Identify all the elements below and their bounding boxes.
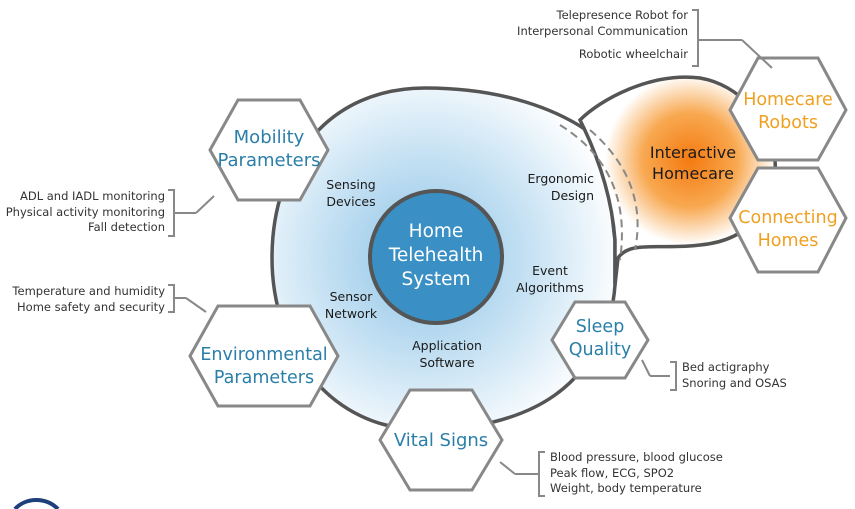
note-line: Home safety and security — [17, 299, 165, 314]
center-title-line: System — [401, 269, 471, 290]
note-line: Temperature and humidity — [12, 284, 165, 298]
label-event-algorithms: Event Algorithms — [510, 262, 590, 296]
center-circle — [368, 189, 504, 325]
label-line: Robots — [758, 113, 818, 133]
label-ergonomic-design: Ergonomic Design — [512, 170, 595, 204]
note-line: Weight, body temperature — [550, 481, 702, 495]
notes-environmental: Temperature and humidity Home safety and… — [0, 284, 165, 315]
label-line: Environmental — [200, 345, 328, 365]
note-line: Blood pressure, blood glucose — [550, 450, 723, 464]
label-line: Homecare — [743, 90, 833, 110]
dashed-divider-outer — [559, 124, 623, 261]
note-line: Physical activity monitoring — [5, 204, 165, 219]
label-line: Application — [412, 338, 482, 353]
bracket-vital — [538, 451, 545, 497]
label-line: Sensor — [329, 289, 373, 304]
hex-label-vital-signs: Vital Signs — [380, 429, 502, 452]
label-line: Devices — [326, 194, 376, 209]
label-line: Homes — [757, 231, 819, 251]
label-line: Algorithms — [516, 280, 584, 295]
note-line: Snoring and OSAS — [682, 375, 787, 390]
note-line: Robotic wheelchair — [578, 47, 688, 61]
hex-mobility — [208, 98, 330, 202]
hex-sleep-quality — [550, 300, 650, 380]
hex-label-homecare-robots: Homecare Robots — [730, 89, 846, 135]
note-line: Telepresence Robot for — [556, 8, 689, 22]
dashed-divider-inner — [589, 129, 639, 251]
notes-mobility: ADL and IADL monitoring Physical activit… — [0, 189, 165, 236]
center-title-line: Home — [408, 221, 464, 242]
notes-sleep: Bed actigraphy Snoring and OSAS — [682, 360, 822, 391]
bracket-sleep — [670, 361, 677, 391]
label-line: Parameters — [217, 150, 321, 171]
label-line: Network — [324, 306, 378, 321]
center-title: Home Telehealth System — [376, 220, 496, 292]
hex-label-sleep-quality: Sleep Quality — [552, 316, 648, 362]
hex-homecare-robots — [728, 56, 848, 162]
label-line: Mobility — [233, 127, 305, 148]
note-spacer — [480, 39, 688, 47]
note-line: Bed actigraphy — [682, 360, 770, 374]
hex-label-connecting-homes: Connecting Homes — [728, 207, 848, 253]
label-line: Connecting — [738, 208, 838, 228]
bracket-environmental — [168, 284, 175, 313]
label-line: Quality — [568, 340, 632, 360]
bracket-robots — [692, 9, 699, 67]
hex-connecting-homes — [728, 166, 848, 274]
notes-robots: Telepresence Robot for Interpersonal Com… — [480, 8, 688, 63]
label-sensor-network: Sensor Network — [318, 288, 384, 322]
label-interactive-homecare: Interactive Homecare — [636, 142, 750, 184]
hex-environmental — [188, 304, 340, 408]
label-line: Ergonomic — [527, 171, 595, 186]
label-application-software: Application Software — [400, 337, 494, 371]
label-line: Homecare — [652, 164, 734, 183]
center-title-line: Telehealth — [388, 245, 484, 266]
note-line: Peak flow, ECG, SPO2 — [550, 465, 675, 480]
notes-vital: Blood pressure, blood glucose Peak flow,… — [550, 450, 750, 497]
hex-label-environmental: Environmental Parameters — [190, 344, 338, 390]
label-line: Design — [550, 188, 594, 203]
label-line: Vital Signs — [393, 430, 489, 451]
label-line: Event — [532, 263, 568, 278]
label-line: Parameters — [213, 368, 315, 388]
logo-mark — [13, 498, 60, 509]
label-sensing-devices: Sensing Devices — [315, 176, 387, 210]
label-line: Sensing — [326, 177, 376, 192]
label-line: Interactive — [649, 143, 737, 162]
bracket-mobility — [168, 189, 175, 237]
label-line: Sleep — [575, 317, 625, 337]
note-line: Fall detection — [88, 220, 165, 234]
label-line: Software — [419, 355, 475, 370]
note-line: ADL and IADL monitoring — [19, 189, 165, 203]
note-line: Interpersonal Communication — [517, 23, 688, 38]
hex-vital-signs — [378, 388, 504, 492]
hex-label-mobility: Mobility Parameters — [210, 126, 328, 172]
